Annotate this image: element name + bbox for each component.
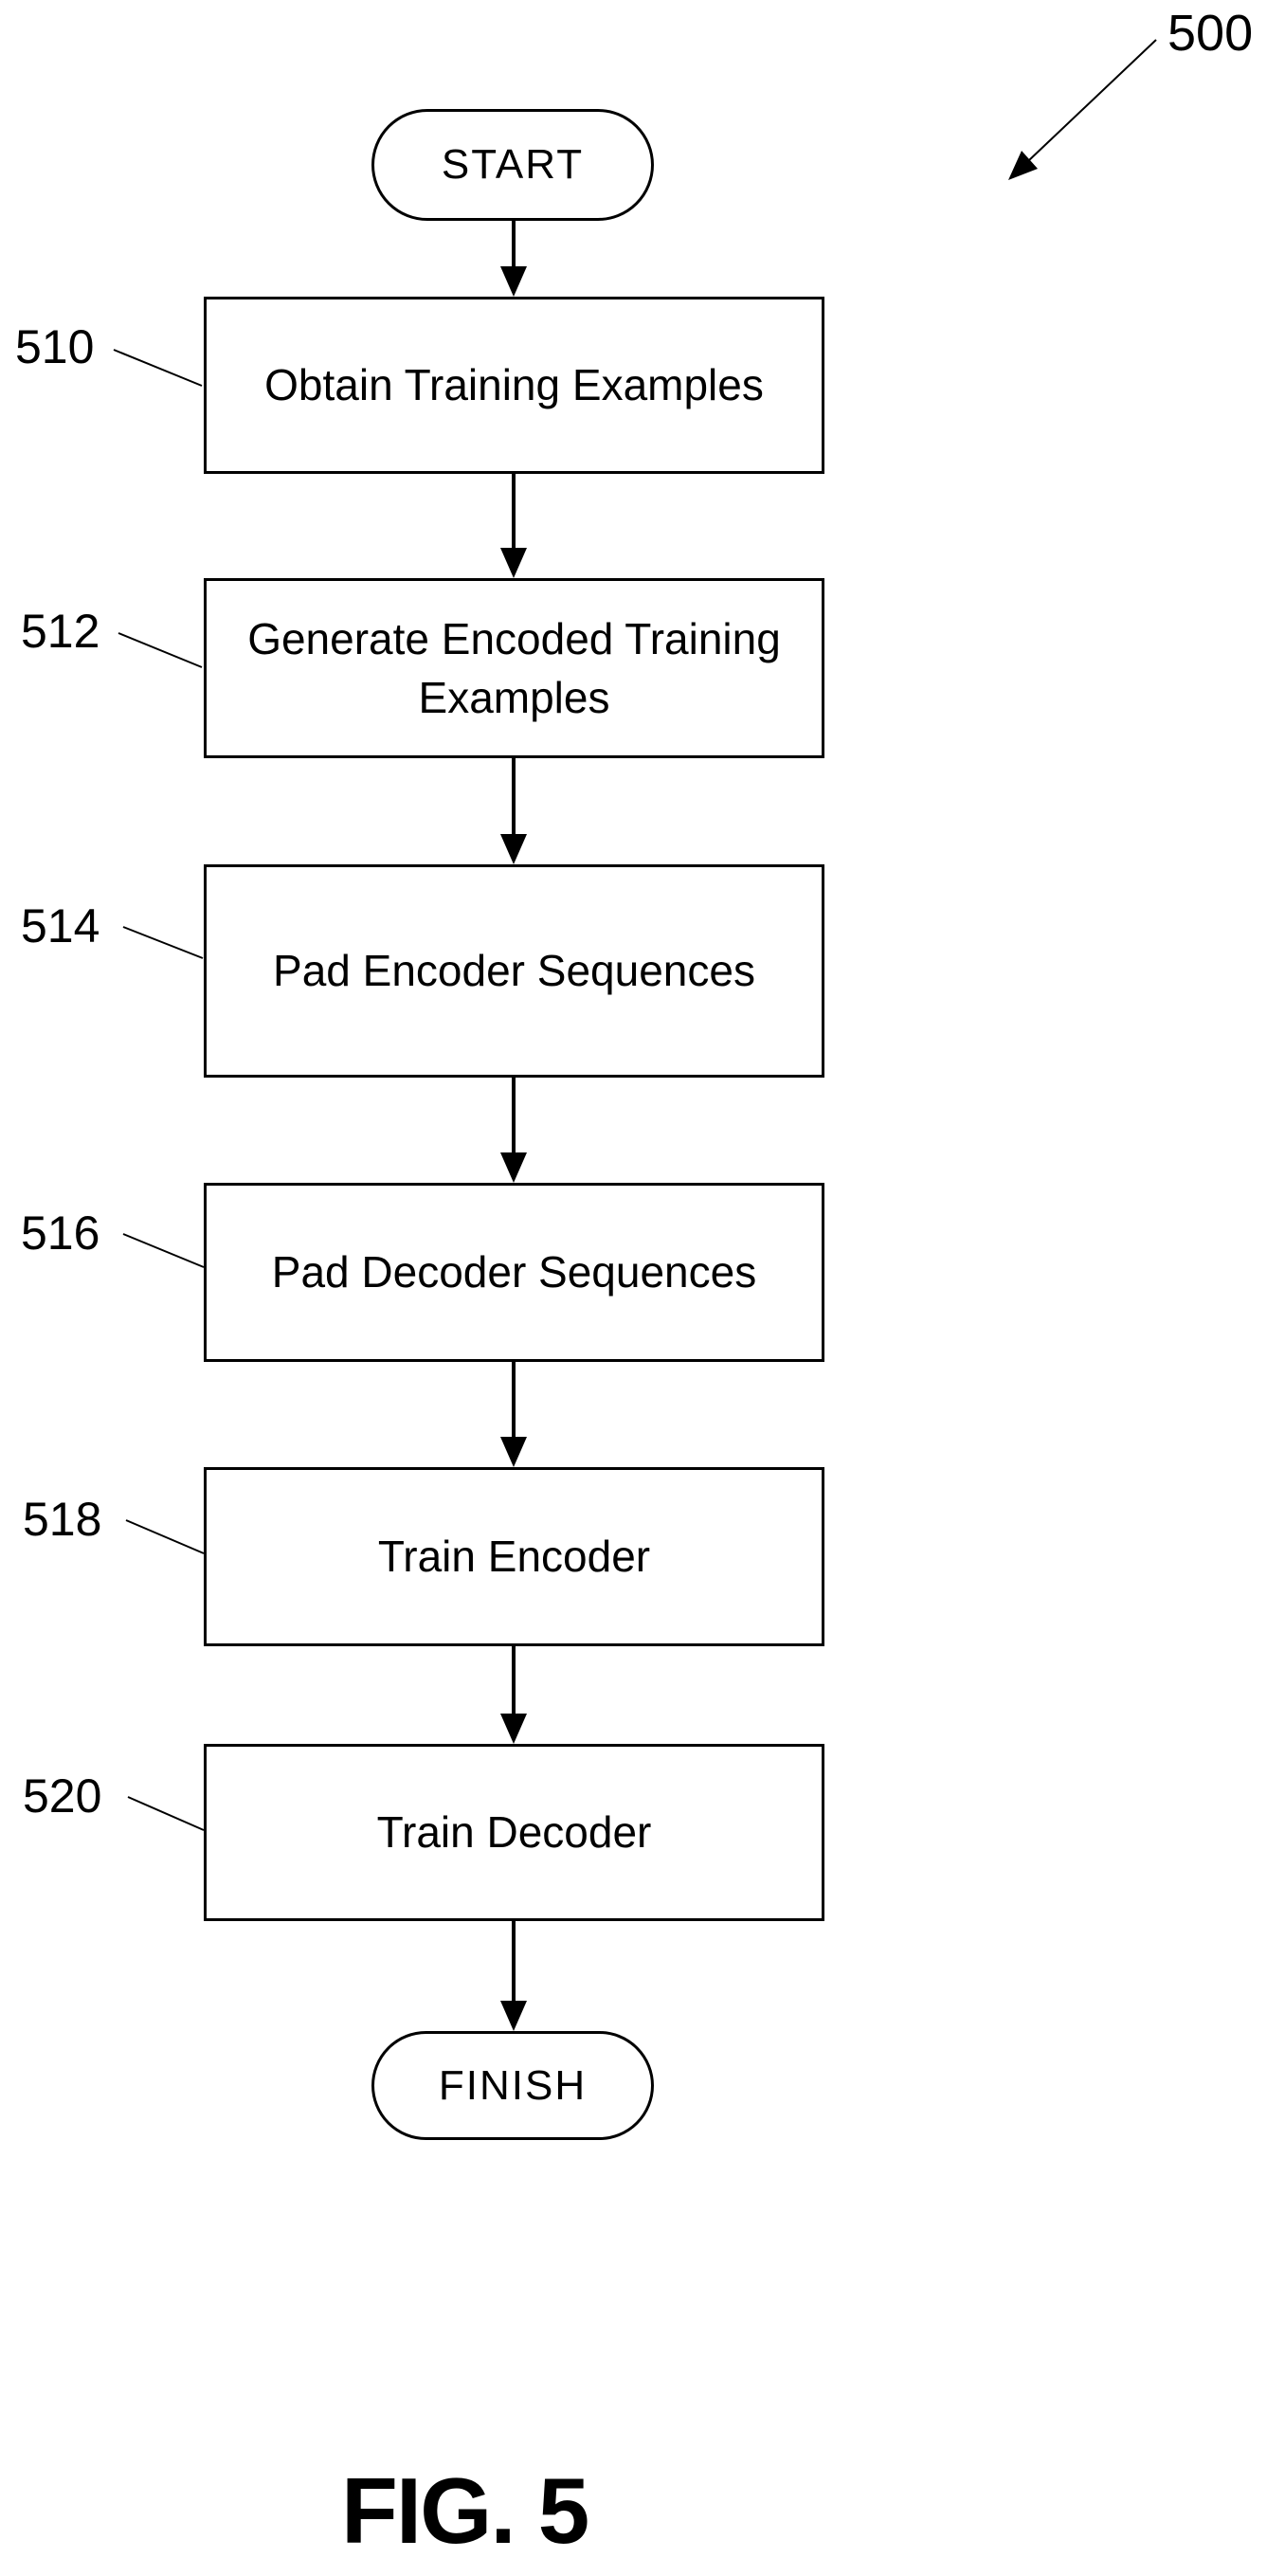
step-label-512: Generate Encoded Training Examples [247,613,781,722]
figure-reference-number: 500 [1167,5,1254,62]
step-box-514: Pad Encoder Sequences [204,864,824,1078]
flow-arrow-514-to-516 [500,1078,527,1183]
step-label-510: Obtain Training Examples [264,360,764,410]
ref-num-510: 510 [15,320,95,373]
flow-arrow-512-to-514 [500,758,527,864]
step-box-516: Pad Decoder Sequences [204,1183,824,1362]
leader-line-510 [113,349,203,387]
ref-num-516: 516 [21,1206,100,1260]
flow-arrow-start-to-510 [500,220,527,297]
step-label-520: Train Decoder [376,1807,652,1858]
step-label-514: Pad Encoder Sequences [273,946,755,996]
finish-terminal-label: FINISH [438,2061,588,2109]
step-box-512: Generate Encoded Training Examples [204,578,824,758]
ref-num-512: 512 [21,605,100,658]
leader-line-514 [122,926,204,959]
step-label-516: Pad Decoder Sequences [271,1247,757,1297]
step-label-518: Train Encoder [377,1532,651,1582]
flow-arrow-520-to-finish [500,1921,527,2031]
leader-line-516 [122,1233,205,1268]
flow-arrow-518-to-520 [500,1646,527,1744]
ref-num-520: 520 [23,1769,102,1823]
step-box-518: Train Encoder [204,1467,824,1646]
start-terminal-label: START [441,141,585,188]
step-box-520: Train Decoder [204,1744,824,1921]
step-box-510: Obtain Training Examples [204,297,824,474]
leader-line-520 [127,1796,205,1831]
flow-arrow-510-to-512 [500,474,527,578]
figure-reference-arrow [1008,39,1157,180]
flow-arrow-516-to-518 [500,1362,527,1467]
ref-num-514: 514 [21,899,100,952]
leader-line-512 [118,632,203,668]
finish-terminal: FINISH [371,2031,654,2140]
figure-caption: FIG. 5 [341,2458,589,2563]
start-terminal: START [371,109,654,221]
leader-line-518 [125,1519,205,1554]
ref-num-518: 518 [23,1493,102,1546]
